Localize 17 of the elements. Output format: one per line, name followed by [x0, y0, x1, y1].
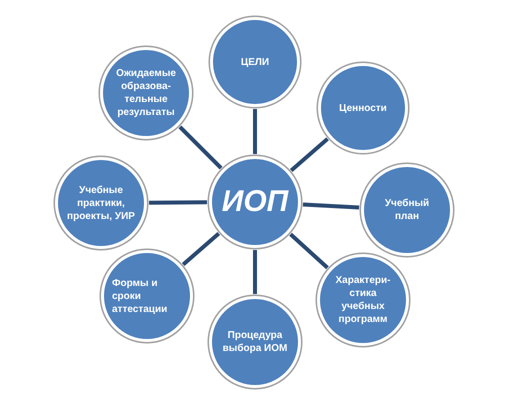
connector-line — [148, 200, 208, 205]
connector-line — [289, 232, 329, 270]
hub-label: ИОП — [222, 187, 288, 217]
connector-line — [182, 232, 220, 266]
connector-line — [253, 109, 257, 154]
topic-label: Формы и сроки аттестации — [112, 276, 168, 316]
topic-label: Характери-стика учебных программ — [334, 274, 392, 326]
topic-label: Учебные практики, проекты, УИР — [66, 184, 136, 222]
topic-label: Ожидаемые образова-тельные результаты — [115, 67, 177, 119]
connector-line — [253, 250, 257, 294]
connector-line — [290, 137, 329, 172]
topic-label: Ценности — [339, 102, 387, 114]
topic-label: Учебный план — [384, 197, 430, 223]
connector-line — [302, 202, 360, 210]
topic-label: Процедура выбора ИОМ — [222, 329, 288, 355]
topic-label: ЦЕЛИ — [240, 56, 270, 68]
connector-line — [178, 126, 222, 170]
